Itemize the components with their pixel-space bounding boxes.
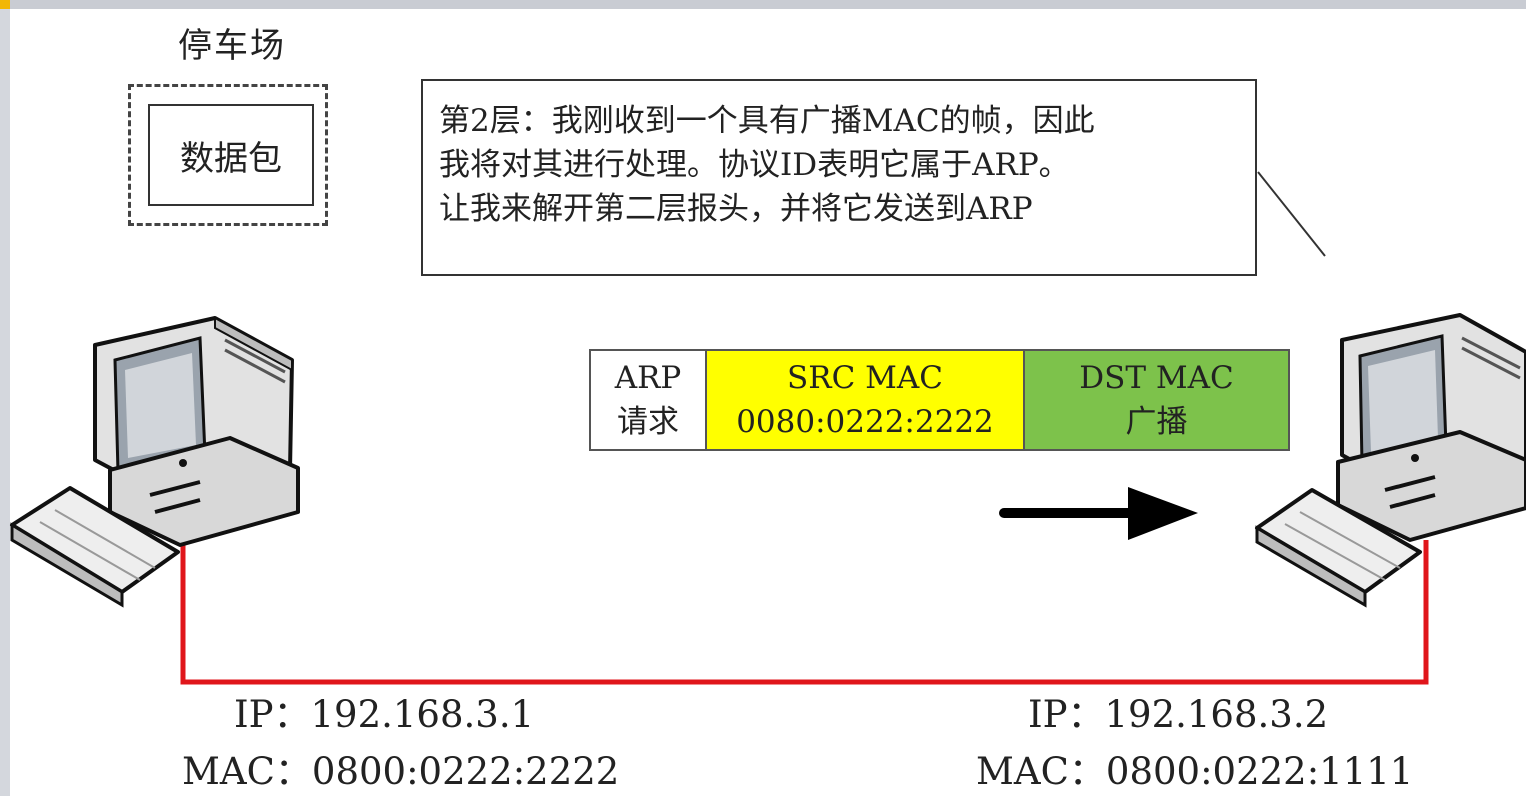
host-right-address: IP：192.168.3.2 MAC：0800:0222:1111 [976,686,1413,800]
frame-type-line: ARP [614,360,682,396]
host-right-ip: IP：192.168.3.2 [1028,693,1329,736]
top-bar [0,0,1526,9]
parking-lot-label: 停车场 [178,26,286,66]
layer2-callout: 第2层：我刚收到一个具有广播MAC的帧，因此 我将对其进行处理。协议ID表明它属… [421,79,1257,276]
frame-src-mac-field: SRC MAC 0080:0222:2222 [705,349,1025,451]
desktop-computer-icon [1336,313,1526,542]
network-link [180,540,1429,685]
callout-line: 让我来解开第二层报头，并将它发送到ARP [439,191,1033,227]
host-left-address: IP：192.168.3.1 MAC：0800:0222:2222 [182,686,619,800]
packet-label: 数据包 [180,138,282,179]
dst-mac-title: DST MAC [1079,360,1234,396]
src-mac-title: SRC MAC [787,360,943,396]
callout-line: 第2层：我刚收到一个具有广播MAC的帧，因此 [439,103,1095,139]
callout-line: 我将对其进行处理。协议ID表明它属于ARP。 [439,147,1070,183]
src-mac-value: 0080:0222:2222 [736,404,994,440]
keyboard-icon [10,486,180,608]
left-bar [0,9,10,796]
callout-pointer [1257,171,1326,257]
host-left-ip: IP：192.168.3.1 [234,693,535,736]
host-right-mac: MAC：0800:0222:1111 [976,750,1414,793]
parking-lot-box [128,84,328,226]
keyboard-icon [1255,488,1422,608]
packet-box: 数据包 [148,104,314,206]
host-left-mac: MAC：0800:0222:2222 [182,750,620,793]
frame-dst-mac-field: DST MAC 广播 [1023,349,1290,451]
frame-type-field: ARP 请求 [589,349,707,451]
desktop-computer-icon [93,316,300,547]
dst-mac-value: 广播 [1125,404,1188,440]
right-arrow-icon [999,487,1198,540]
frame-type-line: 请求 [617,404,679,440]
